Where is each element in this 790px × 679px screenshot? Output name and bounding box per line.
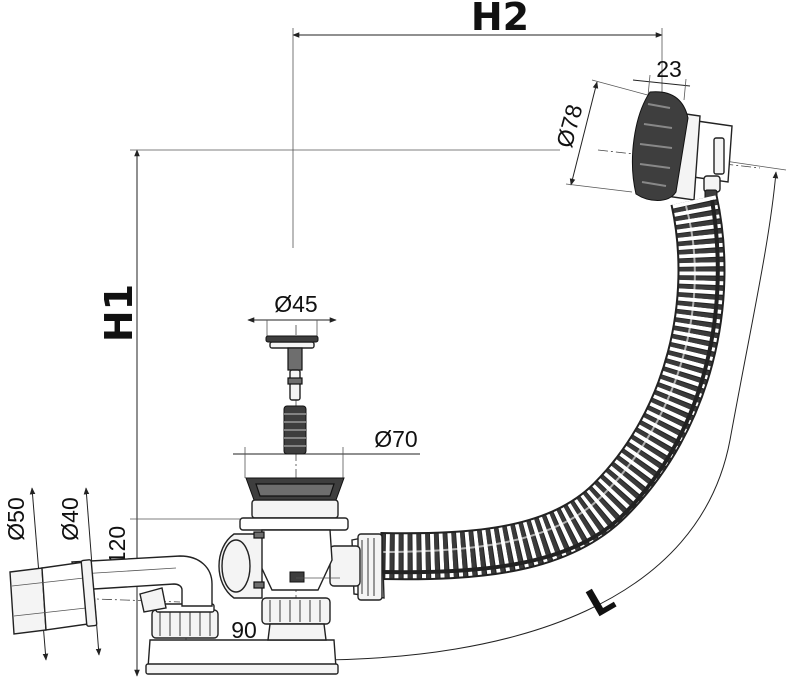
hose-connector [329, 533, 385, 601]
dimension-d45: Ø45 [247, 291, 337, 338]
dimension-h2: H2 [292, 0, 663, 248]
h2-label: H2 [471, 0, 529, 39]
plug-stem [287, 347, 303, 401]
d120-label: 120 [104, 526, 130, 564]
dimension-23: 23 [632, 56, 691, 101]
trap-nut-left [151, 603, 219, 639]
outlet-elbow [71, 555, 213, 613]
h1-label: H1 [97, 284, 141, 342]
d45-label: Ø45 [274, 291, 317, 317]
trap-nut-right [261, 597, 331, 625]
dimension-d50: Ø50 [3, 487, 49, 661]
outlet-pipe [9, 559, 98, 635]
dimension-h1: H1 [97, 149, 560, 677]
dimension-90: 90 [185, 617, 299, 664]
dimension-120: 120 [104, 526, 130, 564]
plug-screw [283, 405, 307, 455]
dimension-d40: Ø40 [57, 487, 102, 656]
corrugated-hose [379, 194, 726, 581]
d90-label: 90 [231, 617, 257, 643]
d23-label: 23 [656, 56, 682, 82]
plug-head [265, 335, 319, 349]
drain-flange [239, 477, 349, 531]
overflow-head [631, 91, 733, 209]
d40-label: Ø40 [57, 497, 83, 540]
trap-base [145, 623, 339, 675]
d50-label: Ø50 [3, 497, 29, 540]
drain-body [218, 529, 340, 599]
dimension-d70: Ø70 [233, 426, 420, 478]
l-label: L [579, 576, 622, 626]
d70-label: Ø70 [374, 426, 417, 452]
